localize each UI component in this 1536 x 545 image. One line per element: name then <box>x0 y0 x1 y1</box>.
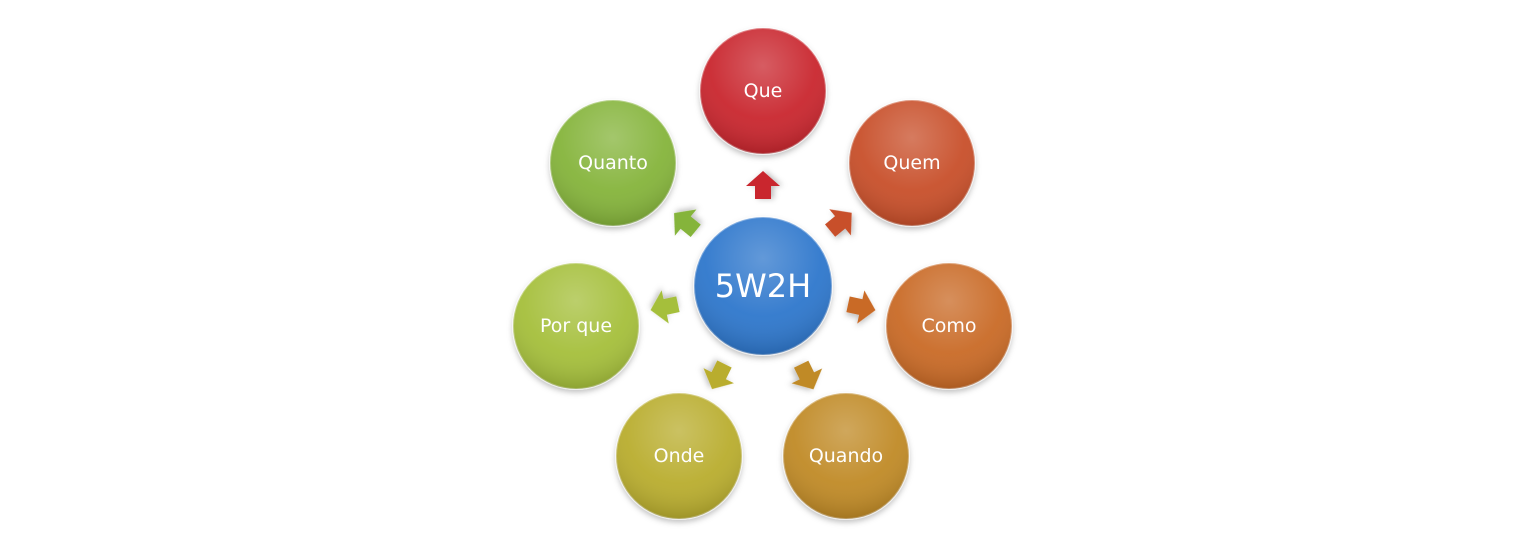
arrow-to-onde-icon <box>703 360 734 390</box>
arrows-layer <box>650 171 876 390</box>
center-label: 5W2H <box>715 267 811 305</box>
node-label: Quanto <box>578 152 648 174</box>
arrow-to-quanto-icon <box>674 209 701 238</box>
node-que: Que <box>699 27 827 155</box>
center-node: 5W2H <box>693 216 833 356</box>
node-label: Que <box>744 80 783 102</box>
node-label: Quando <box>809 445 883 467</box>
nodes-layer: Que Quem Como Quando Onde Por que Quanto… <box>512 27 1013 520</box>
node-onde: Onde <box>615 392 743 520</box>
node-como: Como <box>885 262 1013 390</box>
node-quando: Quando <box>782 392 910 520</box>
node-label: Por que <box>540 315 612 337</box>
node-label: Quem <box>883 152 940 174</box>
node-quanto: Quanto <box>549 99 677 227</box>
node-label: Como <box>921 315 976 337</box>
arrow-to-quem-icon <box>825 209 852 237</box>
node-label: Onde <box>654 445 705 467</box>
arrow-to-por-que-icon <box>650 290 680 324</box>
arrow-to-quando-icon <box>791 360 823 390</box>
arrow-to-como-icon <box>846 290 876 324</box>
node-quem: Quem <box>848 99 976 227</box>
node-por-que: Por que <box>512 262 640 390</box>
arrow-to-que-icon <box>746 171 780 199</box>
